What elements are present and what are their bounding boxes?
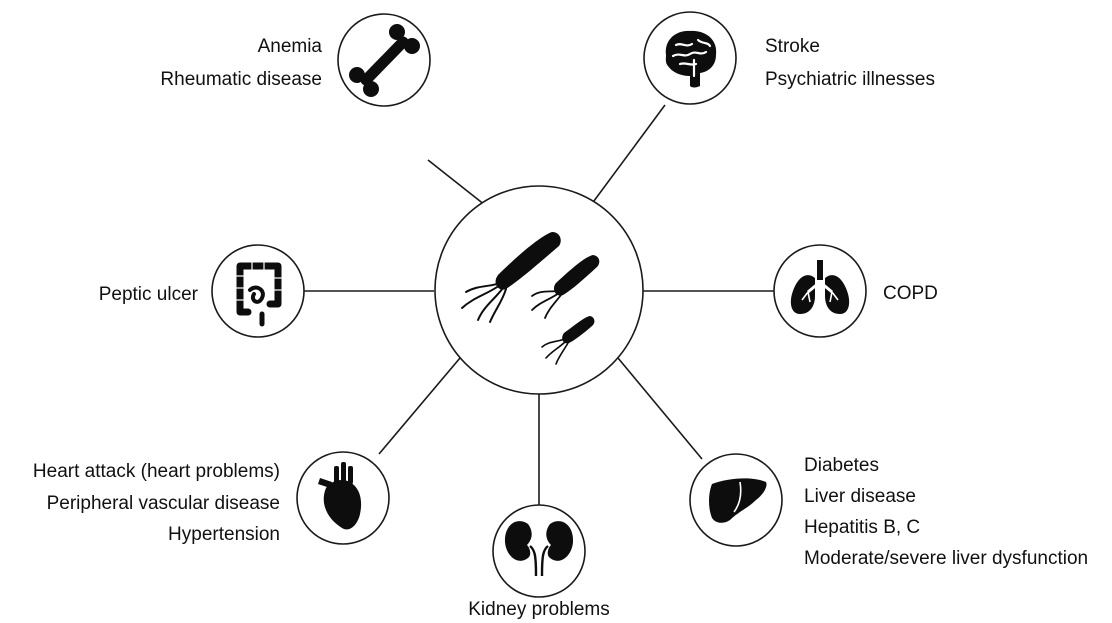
label-heart-line-2: Peripheral vascular disease [47, 493, 280, 514]
connector-brain [587, 104, 666, 210]
bone-icon [349, 24, 420, 97]
label-liver-line-1: Diabetes [804, 455, 879, 476]
connector-bone [427, 159, 491, 210]
label-liver-line-4: Moderate/severe liver dysfunction [804, 548, 1088, 569]
label-brain-line-2: Psychiatric illnesses [765, 69, 935, 90]
label-bone-line-2: Rheumatic disease [160, 69, 322, 90]
label-brain-line-1: Stroke [765, 36, 820, 57]
label-kidney: Kidney problems [468, 599, 610, 620]
label-intestine: Peptic ulcer [99, 284, 199, 305]
label-liver-line-3: Hepatitis B, C [804, 517, 920, 538]
kidney-node-circle [492, 504, 586, 598]
label-bone: Anemia Rheumatic disease [160, 36, 322, 90]
label-intestine-line-1: Peptic ulcer [99, 284, 199, 305]
lungs-icon [790, 260, 850, 314]
label-heart-line-1: Heart attack (heart problems) [33, 461, 280, 482]
label-heart: Heart attack (heart problems) Peripheral… [33, 461, 280, 545]
connector-lines [304, 104, 775, 505]
connector-heart [378, 357, 461, 455]
center-circle [434, 185, 644, 395]
label-liver: Diabetes Liver disease Hepatitis B, C Mo… [804, 455, 1088, 569]
lungs-node-circle [773, 244, 867, 338]
liver-icon [709, 478, 767, 523]
bacteria-icon [461, 232, 600, 365]
intestine-node-circle [211, 244, 305, 338]
label-kidney-line-1: Kidney problems [468, 599, 610, 620]
label-lungs: COPD [883, 283, 938, 304]
kidney-icon [504, 521, 574, 577]
intestine-segments [236, 262, 282, 301]
label-lungs-line-1: COPD [883, 283, 938, 304]
brain-icon [665, 30, 717, 88]
heart-icon [318, 462, 362, 530]
label-heart-line-3: Hypertension [168, 524, 280, 545]
label-bone-line-1: Anemia [258, 36, 323, 57]
intestine-icon [236, 262, 282, 327]
connector-liver [617, 357, 703, 460]
label-liver-line-2: Liver disease [804, 486, 916, 507]
label-brain: Stroke Psychiatric illnesses [765, 36, 935, 90]
